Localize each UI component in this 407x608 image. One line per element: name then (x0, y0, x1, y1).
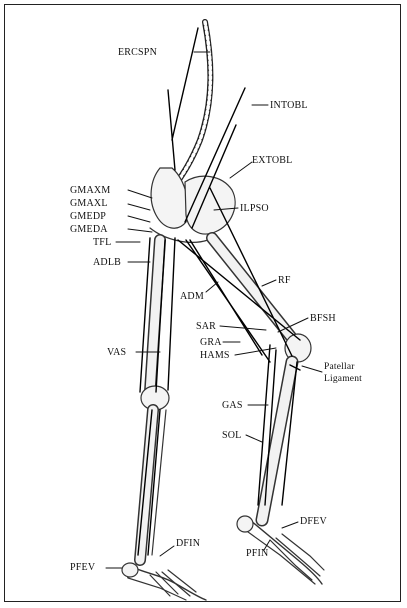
label-sol: SOL (222, 430, 242, 441)
label-rf: RF (278, 275, 291, 286)
label-pfin: PFIN (246, 548, 268, 559)
label-gas: GAS (222, 400, 243, 411)
label-ercspn: ERCSPN (118, 47, 157, 58)
label-dfin: DFIN (176, 538, 200, 549)
leader-lines (106, 52, 322, 568)
label-vas: VAS (107, 347, 126, 358)
label-hams: HAMS (200, 350, 230, 361)
label-ligament: Ligament (324, 374, 362, 385)
label-extobl: EXTOBL (252, 155, 292, 166)
label-adm: ADM (180, 291, 204, 302)
label-bfsh: BFSH (310, 313, 336, 324)
label-sar: SAR (196, 321, 216, 332)
label-dfev: DFEV (300, 516, 327, 527)
label-tfl: TFL (93, 237, 111, 248)
right-leg-bones (212, 238, 322, 584)
label-gmaxm: GMAXM (70, 185, 110, 196)
label-intobl: INTOBL (270, 100, 308, 111)
label-gra: GRA (200, 337, 222, 348)
label-gmaxl: GMAXL (70, 198, 108, 209)
label-adlb: ADLB (93, 257, 121, 268)
label-gmedp: GMEDP (70, 211, 106, 222)
label-ilpso: ILPSO (240, 203, 269, 214)
label-patellar: Patellar (324, 362, 355, 373)
label-gmeda: GMEDA (70, 224, 108, 235)
label-pfev: PFEV (70, 562, 95, 573)
spine (172, 22, 210, 190)
